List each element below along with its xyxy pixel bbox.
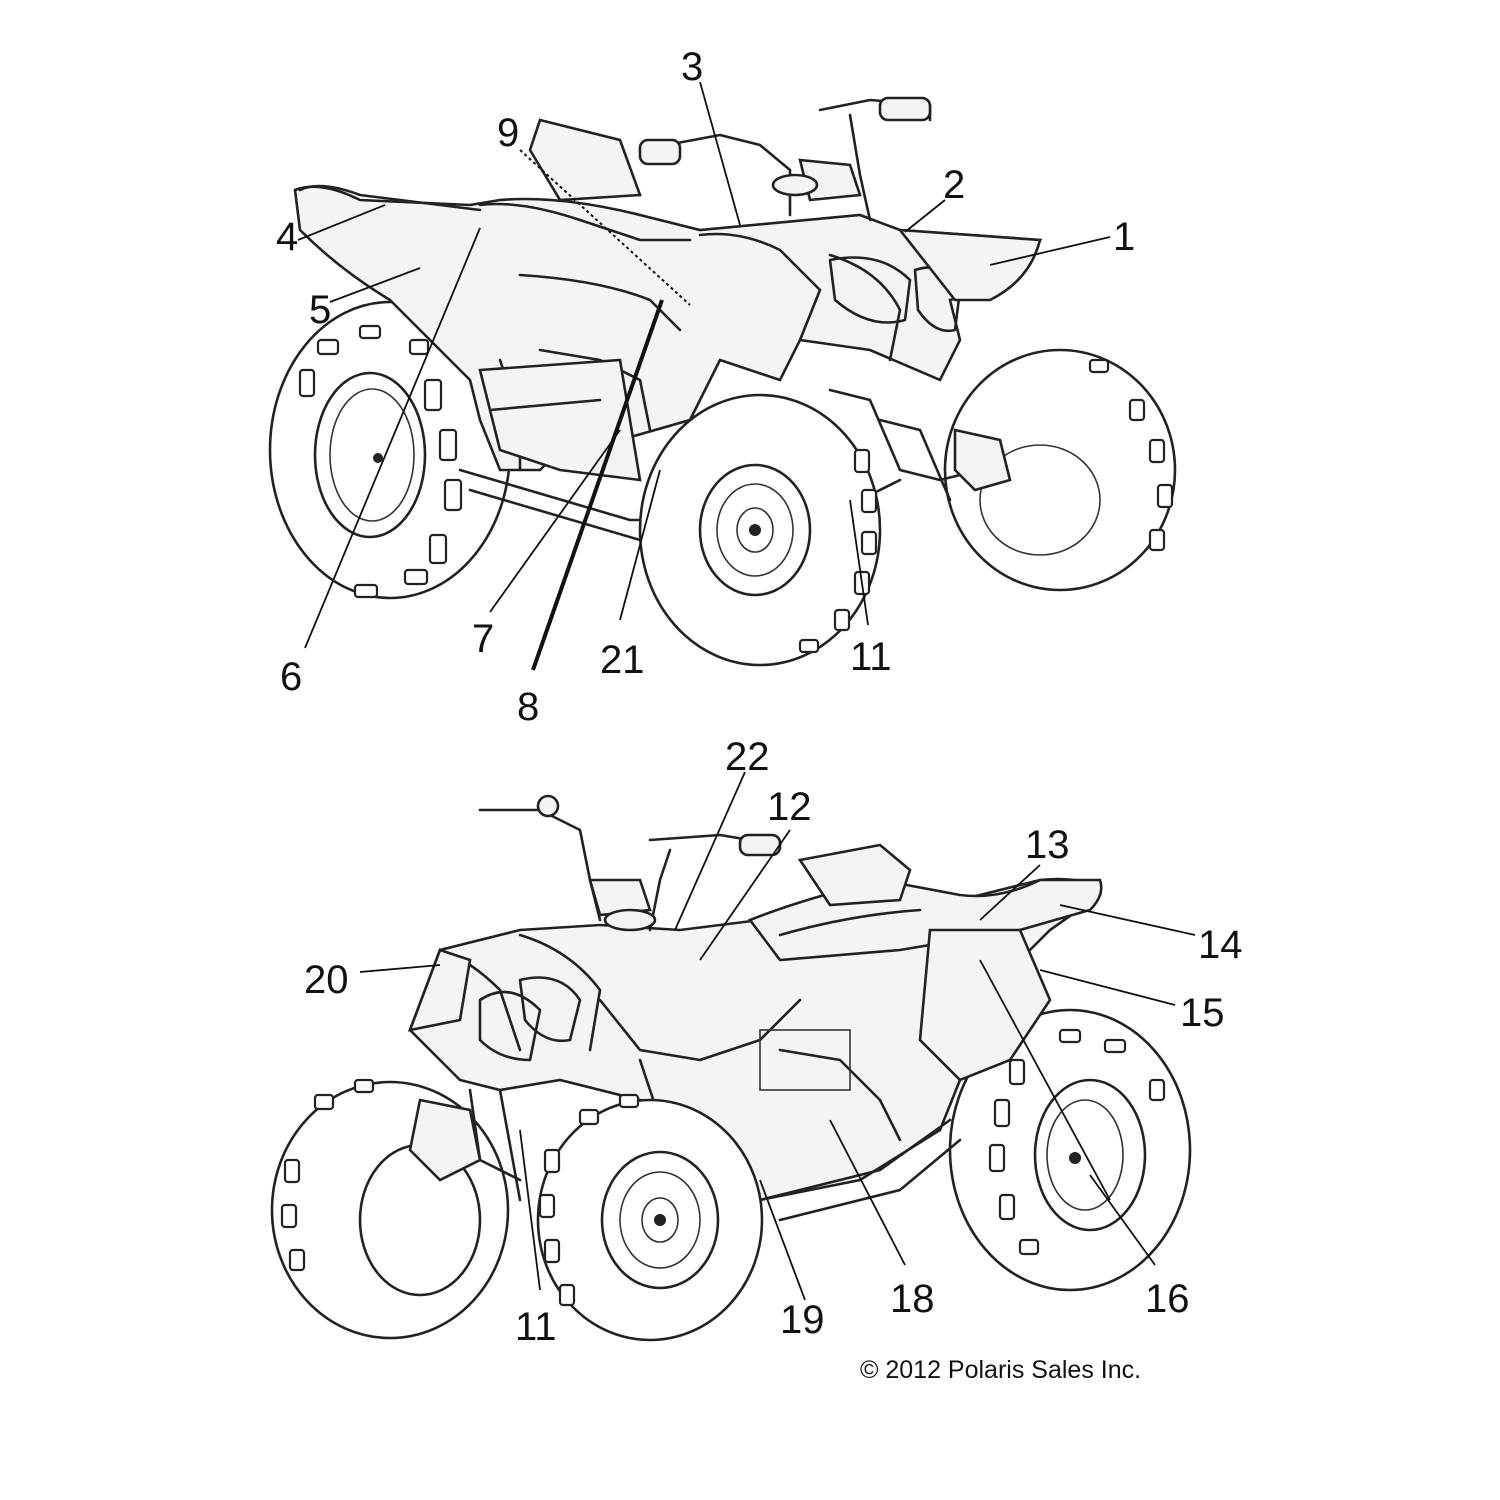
callout-11-bottom: 11 [515,1305,557,1349]
callout-22: 22 [725,735,770,779]
callout-8: 8 [517,685,539,729]
callout-20: 20 [304,958,349,1002]
callout-13: 13 [1025,823,1070,867]
callout-2: 2 [943,163,965,207]
rear-wheel-top [268,300,512,600]
atv-bottom-view: 22 12 13 14 15 20 11 19 18 16 [270,735,1243,1349]
callout-15: 15 [1180,991,1225,1035]
callout-7: 7 [472,617,494,661]
callout-3: 3 [681,45,703,89]
callout-21: 21 [600,638,645,682]
front-right-wheel-top [943,348,1177,592]
atv-top-view: 3 9 2 1 4 5 6 7 8 21 11 [268,45,1177,729]
callout-4: 4 [276,215,298,259]
callout-5: 5 [309,288,331,332]
callout-1: 1 [1113,215,1135,259]
copyright-notice: © 2012 Polaris Sales Inc. [860,1356,1142,1384]
callouts-bottom: 22 12 13 14 15 20 11 19 18 16 [304,735,1243,1349]
body-bottom [407,794,1103,1222]
leaders-bottom [359,771,1196,1301]
front-left-wheel-top [638,393,882,667]
callout-14: 14 [1198,923,1243,967]
front-near-wheel-bottom [536,1093,764,1342]
callout-12: 12 [767,785,812,829]
callouts-top: 3 9 2 1 4 5 6 7 8 21 11 [276,45,1135,729]
leaders-top [297,81,1111,671]
body-top [293,96,1043,542]
callout-11-top: 11 [850,635,892,679]
callout-19: 19 [780,1298,825,1342]
callout-16: 16 [1145,1277,1190,1321]
rear-wheel-bottom [948,1008,1192,1292]
callout-6: 6 [280,655,302,699]
callout-18: 18 [890,1277,935,1321]
callout-9: 9 [497,111,519,155]
